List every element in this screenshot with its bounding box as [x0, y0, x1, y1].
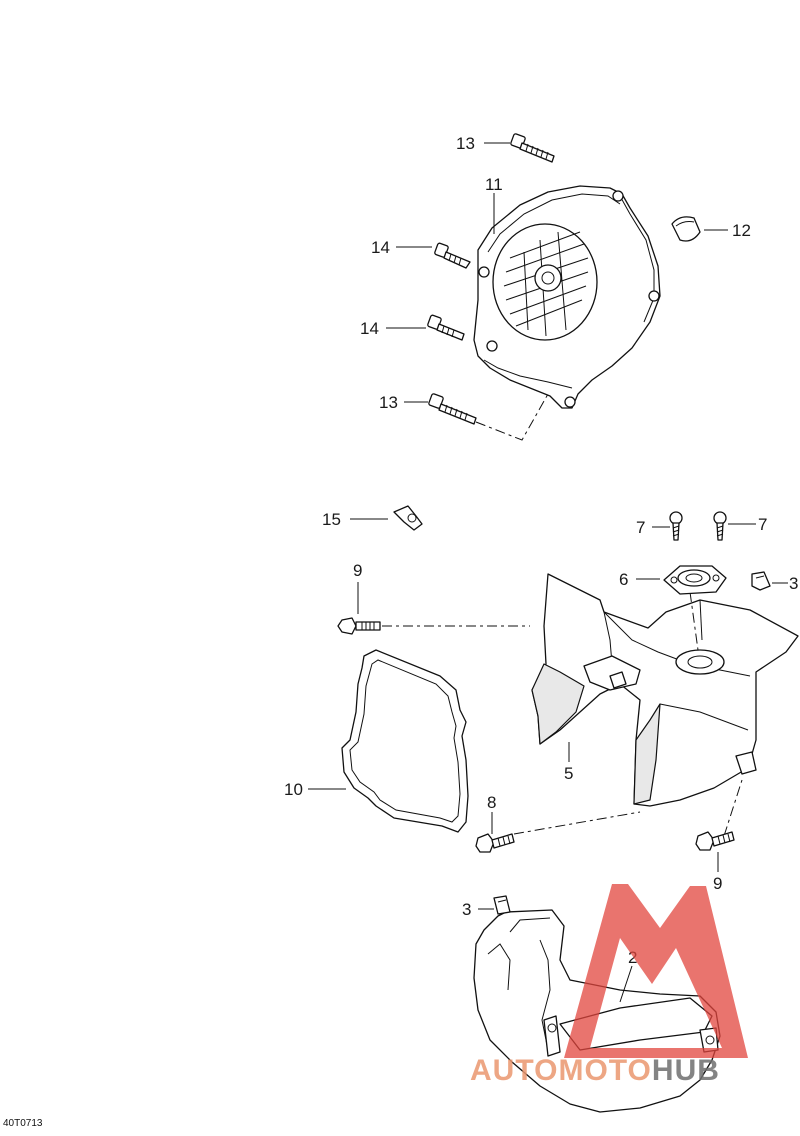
watermark-text-part1: AUTOMOTO: [470, 1054, 652, 1087]
callout-10: 10: [284, 780, 303, 799]
screw-part-14-lower: [427, 314, 465, 341]
callout-12: 12: [732, 221, 751, 240]
screw-part-7-right: [713, 511, 727, 541]
callout-7-right: 7: [758, 515, 767, 534]
alignment-line-13: [475, 393, 549, 441]
screw-part-14-upper: [434, 242, 471, 269]
callout-8: 8: [487, 793, 496, 812]
callout-13-top: 13: [456, 134, 475, 153]
callout-14-upper: 14: [371, 238, 390, 257]
screw-part-7-left: [669, 511, 683, 541]
watermark-logo: [564, 884, 748, 1058]
callout-9-lower: 9: [713, 874, 722, 893]
callout-11: 11: [485, 175, 503, 194]
clip-part-3-lower: [493, 895, 511, 915]
bolt-part-8: [475, 833, 515, 853]
flange-part-6: [663, 565, 727, 595]
callout-15: 15: [322, 510, 341, 529]
callout-6: 6: [619, 570, 628, 589]
air-duct-part-5: [531, 573, 799, 807]
alignment-line-6: [689, 591, 699, 651]
watermark-text-part2: HUB: [651, 1054, 720, 1087]
alignment-line-9-lower: [723, 779, 743, 837]
plug-part-12: [671, 216, 701, 242]
callout-3-lower: 3: [462, 900, 471, 919]
bolt-part-9-lower: [695, 831, 735, 851]
diagram-code: 40T0713: [3, 1118, 43, 1129]
callout-14-lower: 14: [360, 319, 379, 338]
watermark-text: AUTOMOTOHUB: [470, 1054, 720, 1088]
gasket-part-10: [341, 649, 469, 833]
clip-part-3-upper: [751, 571, 771, 591]
callout-7-left: 7: [636, 518, 645, 537]
callout-3-upper: 3: [789, 574, 798, 593]
alignment-line-8: [513, 811, 641, 835]
clamp-part-15: [393, 505, 423, 531]
callout-13-bottom: 13: [379, 393, 398, 412]
fan-cover-part-11: [473, 185, 661, 409]
callout-9-upper: 9: [353, 561, 362, 580]
screw-part-13-bottom: [428, 393, 477, 425]
bolt-part-9-upper: [337, 617, 381, 635]
callout-2: 2: [628, 948, 637, 967]
callout-5: 5: [564, 764, 573, 783]
screw-part-13-top: [510, 133, 555, 163]
leader-lines: [308, 142, 788, 1003]
watermark-triangle: [564, 884, 748, 1058]
